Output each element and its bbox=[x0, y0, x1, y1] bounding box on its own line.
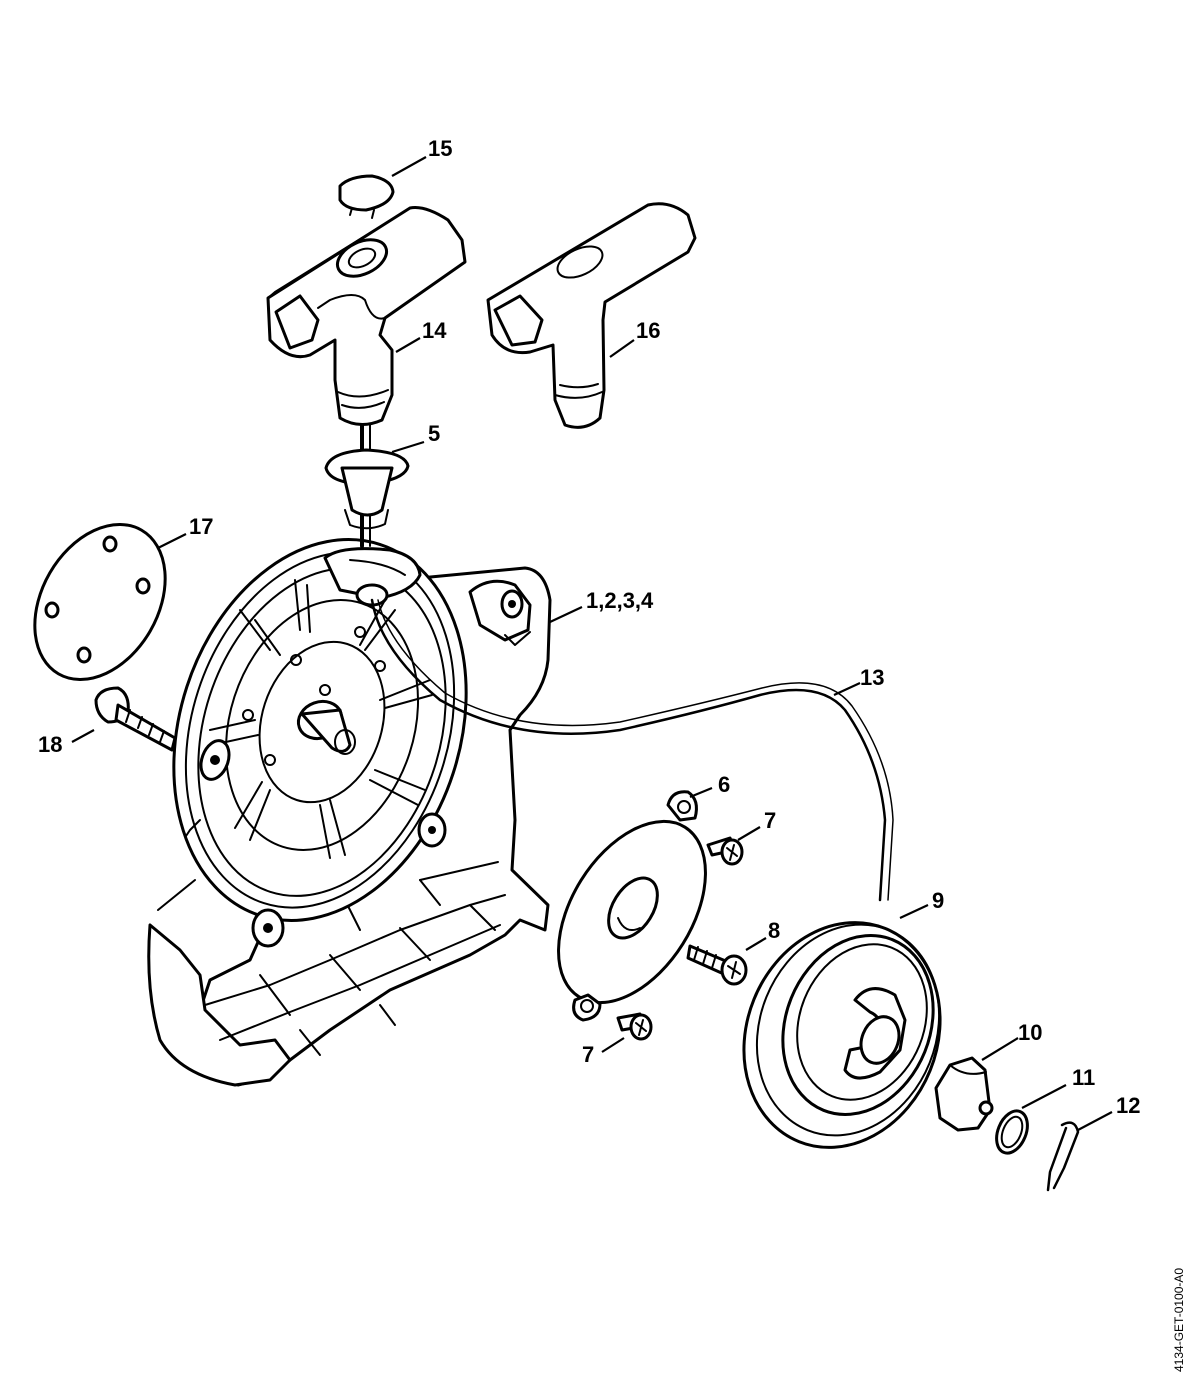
callout-9: 9 bbox=[932, 888, 944, 913]
drawing-reference-code: 4134-GET-0100-A0 bbox=[1172, 1267, 1186, 1372]
spring-housing-6 bbox=[557, 790, 707, 1022]
screw-18 bbox=[94, 686, 177, 752]
screw-7-upper bbox=[706, 836, 744, 866]
starter-grip-with-cap bbox=[266, 174, 467, 426]
rope-rotor bbox=[742, 921, 942, 1149]
callout-6: 6 bbox=[718, 772, 730, 797]
callout-11: 11 bbox=[1072, 1065, 1095, 1090]
screw-8 bbox=[686, 944, 748, 986]
callout-labels: 15 14 16 5 17 1,2,3,4 13 18 6 7 9 8 10 7… bbox=[38, 136, 1140, 1118]
screw-7-lower bbox=[616, 1012, 653, 1041]
fan-housing bbox=[147, 538, 552, 1087]
callout-8: 8 bbox=[768, 918, 780, 943]
callout-1-2-3-4: 1,2,3,4 bbox=[586, 588, 654, 613]
callout-15: 15 bbox=[428, 136, 452, 161]
callout-10: 10 bbox=[1018, 1020, 1042, 1045]
washer bbox=[995, 1109, 1029, 1155]
callout-7-lower: 7 bbox=[582, 1042, 594, 1067]
starter-grip-alternate bbox=[486, 202, 697, 429]
callout-17: 17 bbox=[189, 514, 213, 539]
spring-clip bbox=[1046, 1121, 1080, 1192]
leader-lines bbox=[71, 156, 1113, 1131]
callout-18: 18 bbox=[38, 732, 62, 757]
callout-7-upper: 7 bbox=[764, 808, 776, 833]
callout-12: 12 bbox=[1116, 1093, 1140, 1118]
callout-13: 13 bbox=[860, 665, 884, 690]
callout-14: 14 bbox=[422, 318, 447, 343]
callout-16: 16 bbox=[636, 318, 660, 343]
cover-plate bbox=[33, 522, 167, 682]
callout-5: 5 bbox=[428, 421, 440, 446]
pawl bbox=[934, 1056, 994, 1132]
rope-guide-bush bbox=[324, 448, 410, 530]
